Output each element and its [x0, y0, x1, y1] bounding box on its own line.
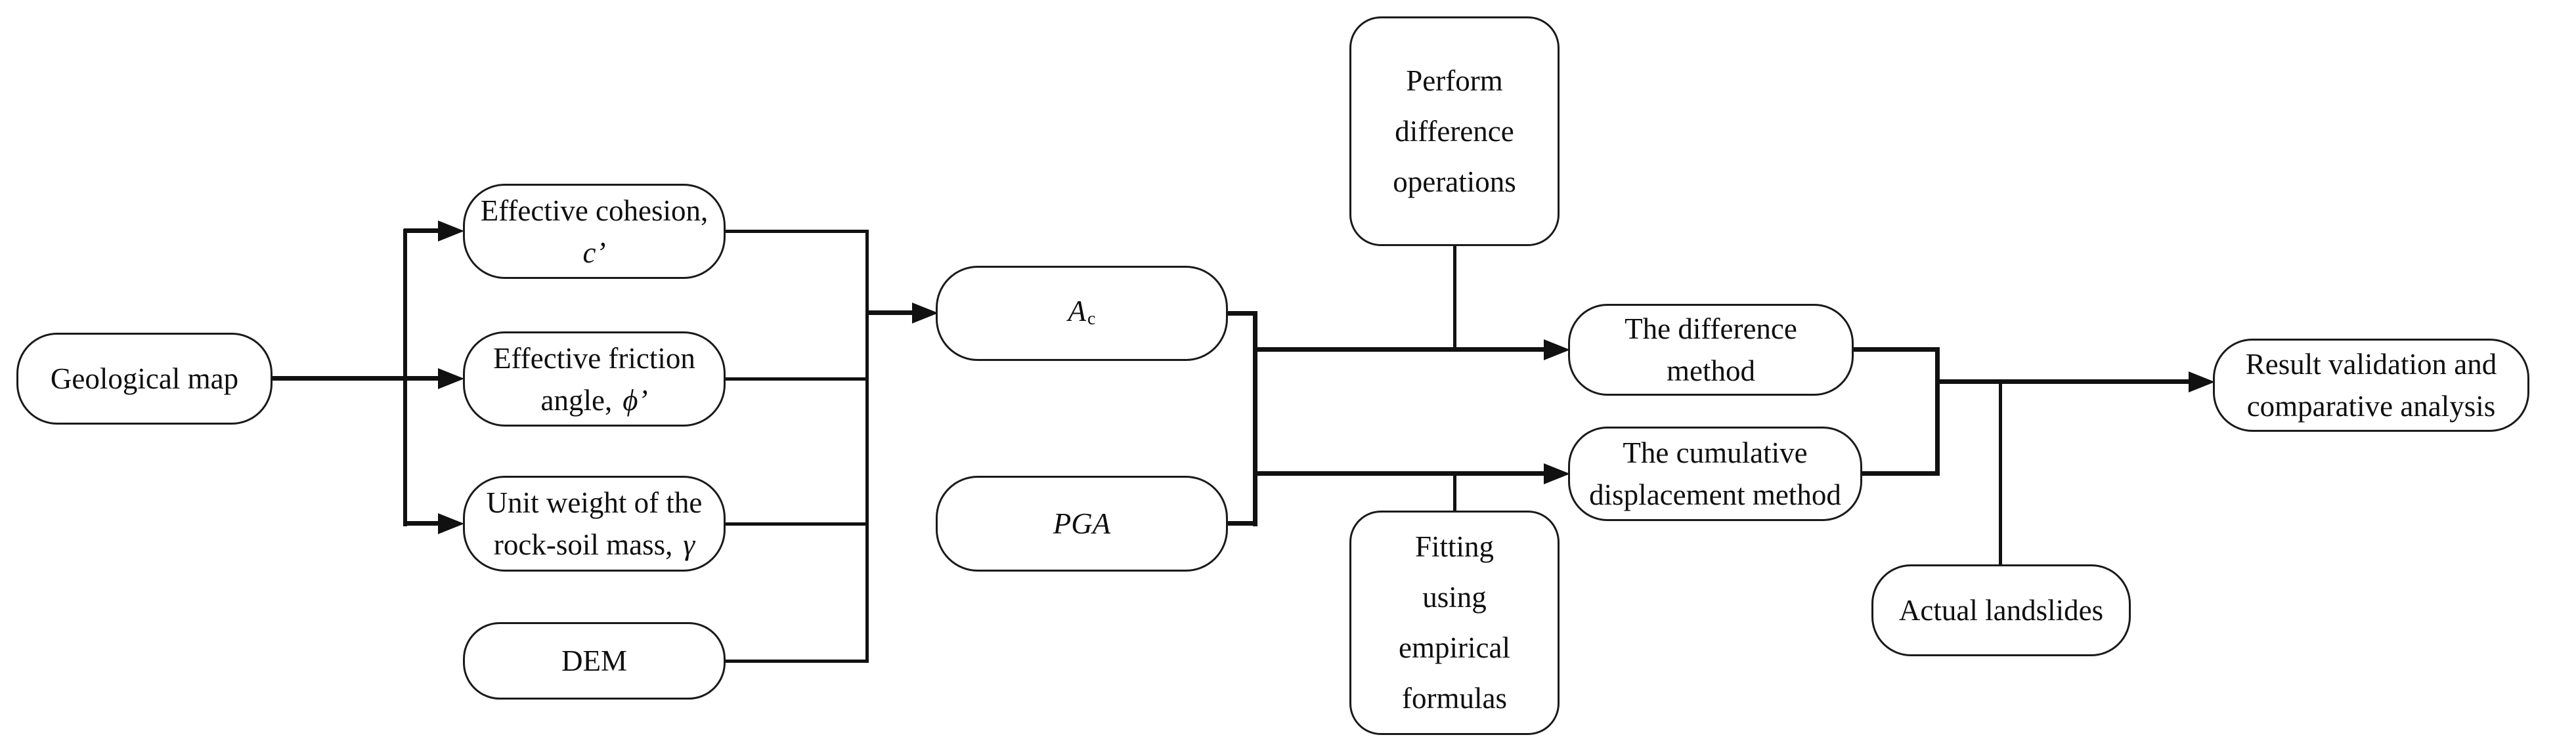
- node-difference-method: The difference method: [1568, 304, 1854, 396]
- node-label-line: method: [1667, 354, 1755, 387]
- node-label: Actual landslides: [1898, 594, 2104, 627]
- node-label-line: Effective friction: [493, 341, 695, 375]
- arrowhead-into-result: [2189, 371, 2215, 392]
- cohesion-symbol: c’: [582, 236, 606, 269]
- node-label-line: Effective cohesion,: [480, 194, 709, 227]
- connector-dem-stub: [720, 660, 869, 663]
- connector-branch-line-inputs: [403, 229, 407, 526]
- connector-ac-stub: [1224, 311, 1257, 316]
- node-dem: DEM: [463, 622, 726, 700]
- connector-to-result: [1935, 379, 2191, 384]
- connector-to-ac: [865, 310, 914, 315]
- node-fitting-empirical-formulas: Fitting using empirical formulas: [1349, 511, 1560, 735]
- node-pga: PGA: [936, 476, 1228, 572]
- ac-subscript: c: [1087, 308, 1096, 329]
- connector-branch-to-cohesion: [404, 228, 440, 233]
- node-label-line: difference: [1395, 114, 1514, 148]
- arrowhead-into-difference-method: [1544, 339, 1570, 360]
- connector-perform-difference-drop: [1453, 244, 1456, 349]
- node-cumulative-displacement-method: The cumulative displacement method: [1568, 427, 1862, 521]
- node-result-validation: Result validation and comparative analys…: [2213, 339, 2529, 432]
- connector-cohesion-stub: [720, 230, 869, 233]
- node-effective-friction: Effective friction angle, ϕ’: [463, 331, 726, 427]
- node-label-line: using: [1422, 581, 1487, 614]
- connector-to-difference-method: [1253, 347, 1546, 352]
- node-geological-map: Geological map: [16, 333, 273, 425]
- arrowhead-into-friction: [438, 368, 464, 389]
- node-label-line: operations: [1393, 165, 1516, 198]
- connector-collector-line-parameters: [865, 230, 869, 663]
- arrowhead-into-unit-weight: [438, 513, 464, 534]
- node-label: PGA: [1053, 507, 1111, 540]
- friction-line2-text: angle,: [540, 383, 613, 417]
- node-label-line: empirical: [1399, 631, 1510, 664]
- unit-weight-symbol: γ: [683, 528, 695, 561]
- node-label: Geological map: [50, 362, 239, 395]
- node-label-line: formulas: [1402, 682, 1507, 715]
- node-actual-landslides: Actual landslides: [1871, 564, 2131, 656]
- connector-cumulative-method-stub: [1858, 471, 1940, 476]
- connector-pga-stub: [1224, 521, 1257, 526]
- node-label-line: Fitting: [1414, 530, 1495, 563]
- connector-fitting-drop: [1453, 474, 1456, 512]
- connector-friction-stub: [720, 377, 869, 381]
- node-label-line: comparative analysis: [2246, 390, 2496, 423]
- node-effective-cohesion: Effective cohesion, c’: [463, 184, 726, 279]
- unit-weight-line2-text: rock-soil mass,: [493, 528, 673, 561]
- friction-symbol: ϕ’: [622, 383, 648, 417]
- node-perform-difference-operations: Perform difference operations: [1349, 16, 1560, 246]
- connector-collector-line-methods: [1935, 347, 1940, 476]
- node-label-line: The cumulative: [1623, 436, 1808, 469]
- connector-unit-weight-stub: [720, 522, 869, 526]
- connector-branch-to-unit-weight: [404, 521, 440, 526]
- connector-difference-method-stub: [1850, 347, 1940, 352]
- node-ac: Ac: [936, 266, 1228, 361]
- node-label-line: displacement method: [1589, 478, 1841, 511]
- arrowhead-into-cumulative-method: [1544, 463, 1570, 484]
- node-label: Ac: [1068, 290, 1096, 337]
- node-label-line: Unit weight of the: [486, 486, 703, 519]
- node-unit-weight: Unit weight of the rock-soil mass, γ: [463, 476, 726, 572]
- connector-to-cumulative-method: [1253, 471, 1546, 476]
- node-label: DEM: [561, 644, 627, 677]
- connector-actual-landslides-drop: [1999, 382, 2002, 566]
- arrowhead-into-ac: [912, 303, 938, 324]
- ac-base-symbol: A: [1068, 295, 1087, 327]
- connector-collector-line-ac-pga: [1253, 311, 1257, 526]
- node-label-line: Result validation and: [2245, 348, 2497, 381]
- node-label-line: angle, ϕ’: [541, 379, 648, 421]
- node-label-line: rock-soil mass, γ: [494, 524, 695, 566]
- connector-geomap-output: [268, 376, 440, 381]
- arrowhead-into-cohesion: [438, 220, 464, 242]
- node-label-line: The difference: [1625, 312, 1797, 345]
- node-label-line: Perform: [1406, 64, 1503, 97]
